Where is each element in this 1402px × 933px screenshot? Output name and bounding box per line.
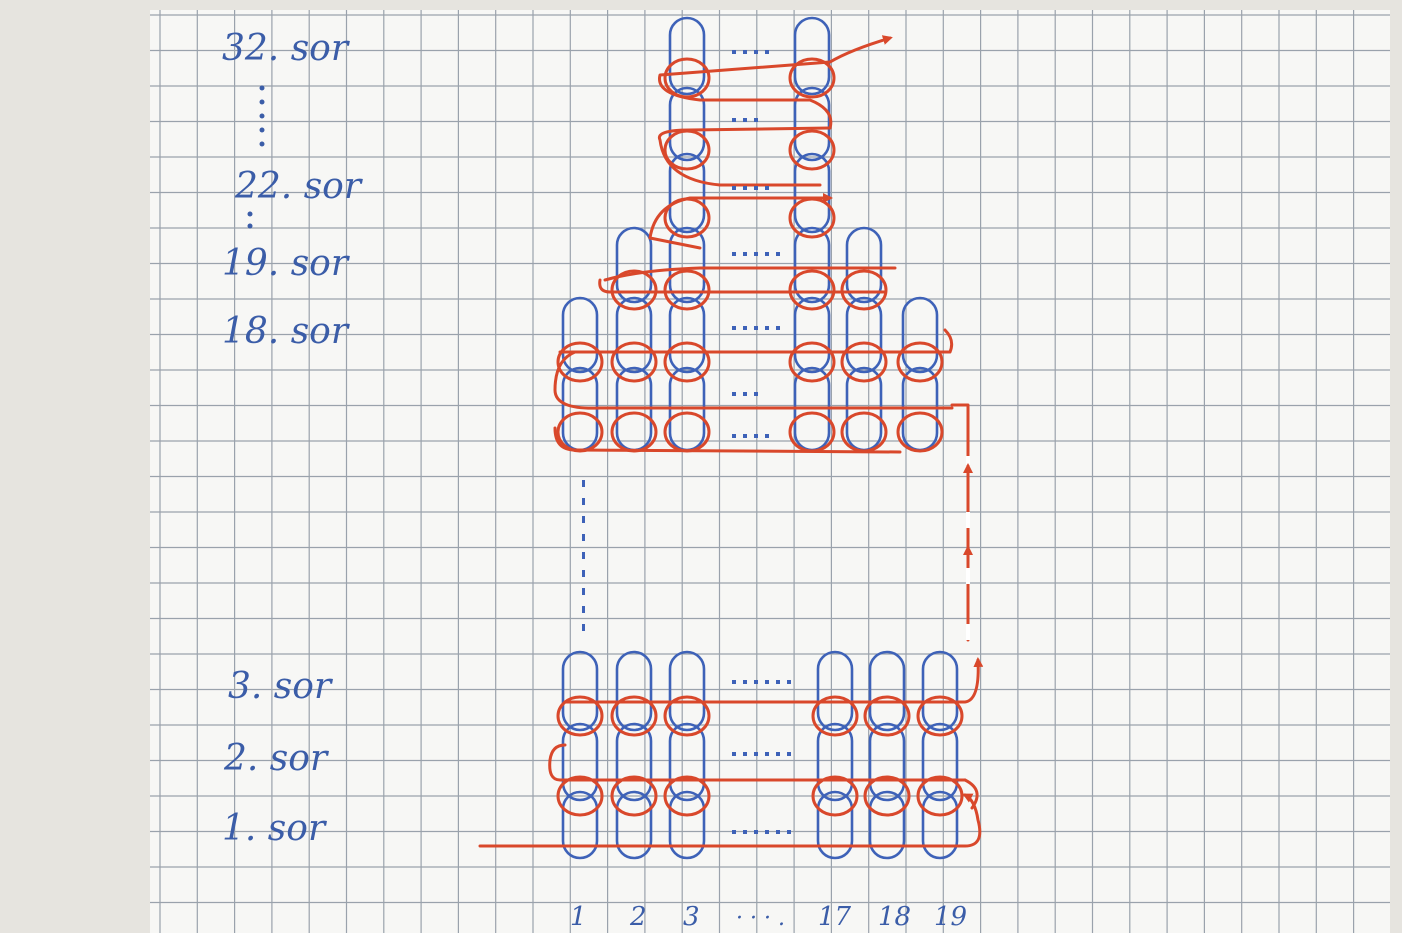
continuation-dot <box>582 498 585 505</box>
continuation-dot <box>765 252 769 256</box>
continuation-dot <box>732 326 736 330</box>
continuation-dot <box>754 752 758 756</box>
continuation-dot <box>582 624 585 631</box>
continuation-dot <box>754 680 758 684</box>
continuation-dot <box>743 118 747 122</box>
continuation-dot <box>732 680 736 684</box>
continuation-dot <box>776 830 780 834</box>
continuation-dot <box>743 326 747 330</box>
continuation-dot <box>743 252 747 256</box>
continuation-dot <box>582 516 585 523</box>
continuation-dot <box>732 752 736 756</box>
continuation-dot <box>754 252 758 256</box>
col-label-17: 17 <box>818 902 852 932</box>
continuation-dot <box>776 252 780 256</box>
continuation-dot <box>732 50 736 54</box>
continuation-dot <box>765 752 769 756</box>
row-label-18: 18. sor <box>222 311 350 352</box>
continuation-dot <box>754 118 758 122</box>
row-label-19: 19. sor <box>222 243 350 284</box>
continuation-dot <box>765 434 769 438</box>
row-label-32: 32. sor <box>222 28 350 69</box>
continuation-dot <box>743 392 747 396</box>
continuation-dot <box>765 830 769 834</box>
col-label-ellipsis: · · · . <box>736 906 785 931</box>
continuation-dot <box>743 680 747 684</box>
col-label-19: 19 <box>934 902 967 932</box>
continuation-dot <box>787 680 791 684</box>
continuation-dot <box>754 830 758 834</box>
continuation-dot <box>582 534 585 541</box>
row-label-22: 22. sor <box>234 166 363 207</box>
continuation-dot <box>776 752 780 756</box>
continuation-dot <box>765 326 769 330</box>
continuation-dot <box>754 392 758 396</box>
continuation-dot <box>732 830 736 834</box>
col-label-2: 2 <box>629 902 647 932</box>
continuation-dot <box>582 588 585 595</box>
row-label-2: 2. sor <box>223 738 329 779</box>
continuation-dot <box>732 252 736 256</box>
continuation-dot <box>582 570 585 577</box>
row-label-1: 1. sor <box>222 808 327 849</box>
col-label-18: 18 <box>878 902 911 932</box>
continuation-dot <box>732 434 736 438</box>
continuation-dot <box>776 326 780 330</box>
continuation-dot <box>743 830 747 834</box>
continuation-dot <box>743 434 747 438</box>
continuation-dot <box>765 680 769 684</box>
continuation-dot <box>765 186 769 190</box>
continuation-dot <box>732 186 736 190</box>
continuation-dot <box>754 186 758 190</box>
continuation-dot <box>787 830 791 834</box>
continuation-dot <box>754 326 758 330</box>
continuation-dot <box>582 552 585 559</box>
continuation-dot <box>582 480 585 487</box>
continuation-dot <box>765 50 769 54</box>
continuation-dot <box>743 50 747 54</box>
continuation-dot <box>743 186 747 190</box>
row-label-3: 3. sor <box>228 666 333 707</box>
continuation-dot <box>582 606 585 613</box>
continuation-dot <box>732 392 736 396</box>
continuation-dot <box>743 752 747 756</box>
continuation-dot <box>732 118 736 122</box>
col-label-3: 3 <box>683 902 700 932</box>
continuation-dot <box>776 680 780 684</box>
continuation-dot <box>787 752 791 756</box>
continuation-dot <box>754 434 758 438</box>
continuation-dot <box>754 50 758 54</box>
col-label-1: 1 <box>570 902 587 932</box>
